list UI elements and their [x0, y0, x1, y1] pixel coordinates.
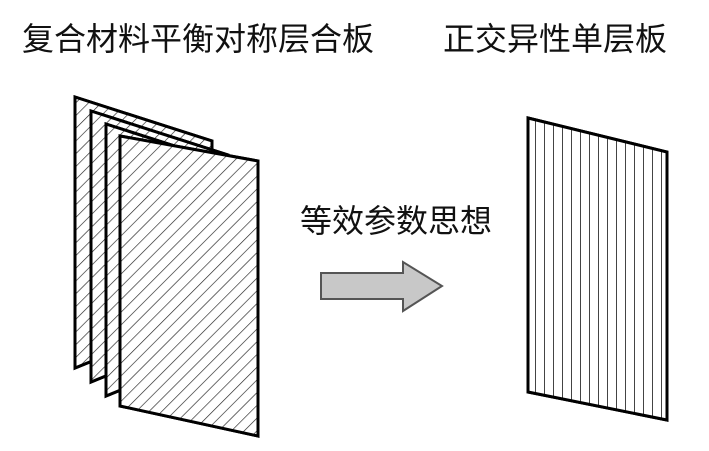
arrow-label: 等效参数思想 [300, 202, 492, 240]
laminate-ply-4 [118, 134, 260, 438]
right-arrow-icon [320, 260, 444, 313]
right-title: 正交异性单层板 [443, 20, 667, 58]
orthotropic-ply [526, 116, 669, 422]
left-title: 复合材料平衡对称层合板 [22, 20, 374, 58]
laminate-stack [73, 94, 260, 438]
